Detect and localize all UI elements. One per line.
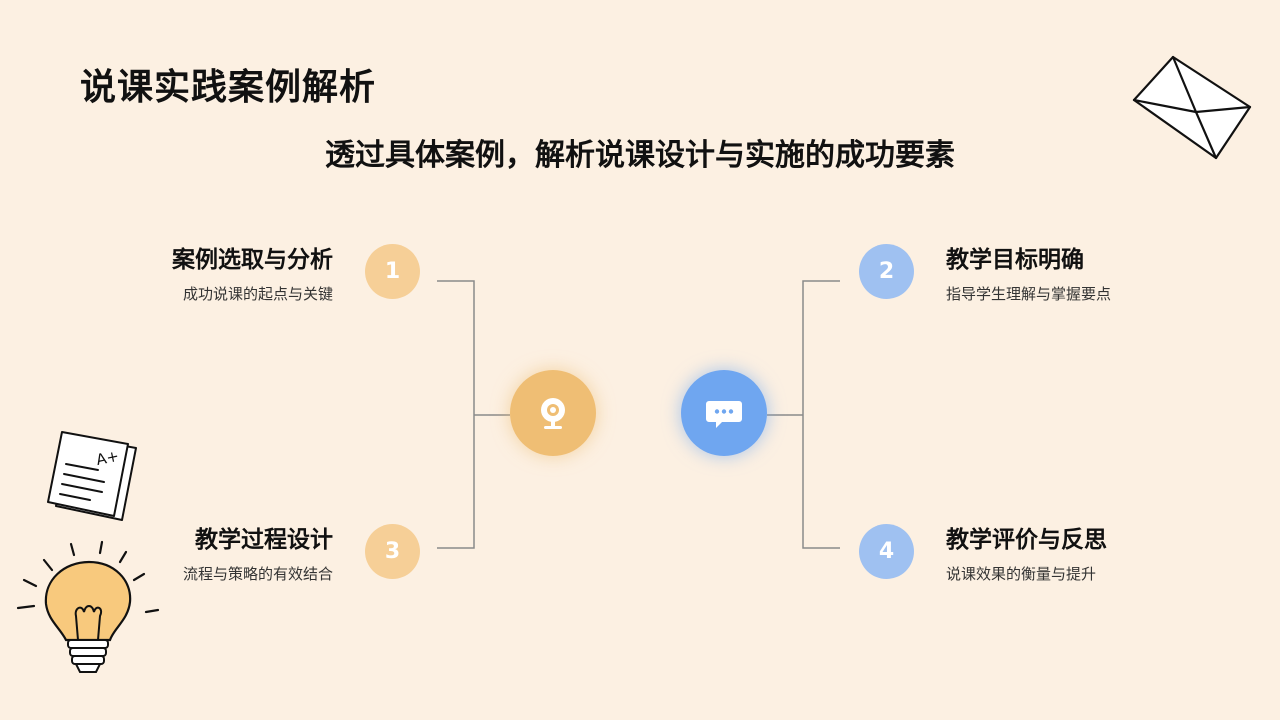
right-bracket-line [803, 281, 840, 548]
chat-bubble-icon [704, 393, 744, 433]
item-2-title: 教学目标明确 [946, 240, 1084, 274]
item-1-number: 1 [365, 244, 420, 299]
graded-paper-icon: A+ [40, 428, 140, 524]
item-4-title: 教学评价与反思 [946, 520, 1107, 554]
left-hub [510, 370, 596, 456]
left-bracket-line [437, 281, 474, 548]
envelope-icon [1128, 52, 1254, 164]
item-2-number: 2 [859, 244, 914, 299]
item-1-desc: 成功说课的起点与关键 [133, 283, 333, 304]
item-2-desc: 指导学生理解与掌握要点 [946, 283, 1111, 304]
right-hub [681, 370, 767, 456]
lightbulb-icon [14, 540, 164, 685]
webcam-icon [533, 393, 573, 433]
item-3-number: 3 [365, 524, 420, 579]
item-4-desc: 说课效果的衡量与提升 [946, 563, 1096, 584]
item-4-number: 4 [859, 524, 914, 579]
item-1-title: 案例选取与分析 [133, 240, 333, 274]
